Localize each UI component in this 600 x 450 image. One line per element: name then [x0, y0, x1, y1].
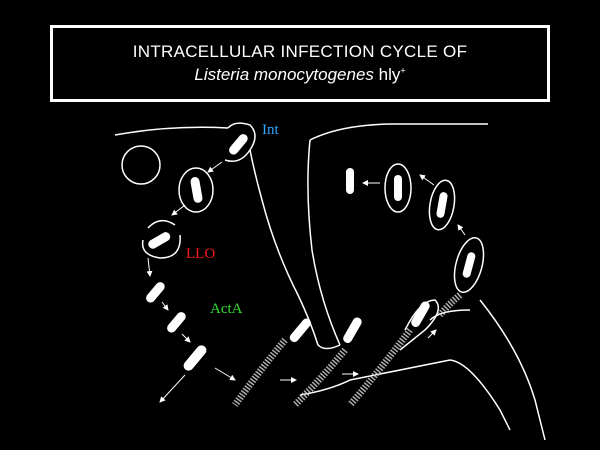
actin-tails: [232, 292, 463, 408]
bacterium-cytosol-2: [167, 312, 186, 333]
host-cell-membrane-left: [114, 126, 511, 431]
bacterium-int: [229, 134, 248, 155]
bacterium-right-vac-3: [462, 252, 476, 278]
gene-name: hly: [378, 65, 401, 84]
vacuole-right-3: [453, 236, 485, 294]
label-acta: ActA: [210, 301, 243, 317]
bacterium-protrusion-2: [343, 317, 362, 343]
bacteria: [146, 134, 476, 371]
vacuole-right-1: [384, 163, 412, 213]
bacterium-protrusion-3: [411, 301, 430, 327]
bacterium-protrusion-1: [289, 318, 311, 343]
title-line-1: INTRACELLULAR INFECTION CYCLE OF: [132, 42, 468, 61]
label-int: Int: [262, 122, 279, 138]
cycle-arrows: [146, 161, 466, 403]
bacterium-cytosol-1: [146, 282, 165, 303]
label-llo: LLO: [186, 246, 216, 262]
species-name: Listeria monocytogenes: [194, 65, 374, 84]
host-cell-membrane-right: [307, 123, 546, 441]
bacterium-vacuole: [190, 177, 203, 203]
bacterium-right-vac-2: [436, 192, 448, 218]
vacuole-1: [178, 167, 214, 213]
bacterium-escaped: [148, 232, 171, 249]
bacterium-right-free: [346, 168, 354, 194]
protrusion-right: [399, 299, 440, 351]
title-line-2: Listeria monocytogenes hly+: [53, 65, 547, 85]
title-box: INTRACELLULAR INFECTION CYCLE OF Listeri…: [50, 25, 550, 102]
bacterium-right-vac-1: [394, 175, 402, 201]
empty-vacuole: [121, 145, 161, 185]
broken-vacuole: [141, 219, 181, 259]
gene-superscript: +: [400, 65, 406, 76]
int-pocket: [224, 122, 256, 162]
bacterium-cytosol-3: [183, 345, 207, 371]
vacuole-right-2: [428, 179, 456, 231]
